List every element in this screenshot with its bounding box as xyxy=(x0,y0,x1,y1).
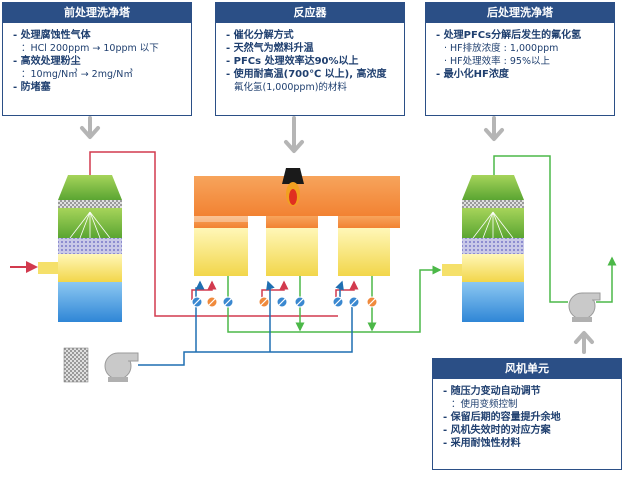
filter-icon xyxy=(63,347,89,383)
panel-reactor: 反应器 - 催化分解方式 - 天然气为燃料升温 - PFCs 处理效率达90%以… xyxy=(215,2,405,116)
panel-list: - 处理腐蚀性气体 ：HCl 200ppm → 10ppm 以下 - 高效处理粉… xyxy=(3,23,191,98)
list-item: - 保留后期的容量提升余地 xyxy=(443,412,561,423)
panel-pre-scrubber: 前处理洗净塔 - 处理腐蚀性气体 ：HCl 200ppm → 10ppm 以下 … xyxy=(2,2,192,116)
list-item: - 催化分解方式 xyxy=(226,30,294,41)
list-item: - 最小化HF浓度 xyxy=(436,69,509,80)
list-item: - 采用耐蚀性材料 xyxy=(443,438,521,449)
panel-title: 前处理洗净塔 xyxy=(3,3,191,23)
list-item: - PFCs 处理效率达90%以上 xyxy=(226,56,359,67)
list-item: - 高效处理粉尘 xyxy=(13,56,81,67)
down-arrow-icon xyxy=(80,116,100,139)
list-item: - 处理腐蚀性气体 xyxy=(13,30,91,41)
panel-list: - 催化分解方式 - 天然气为燃料升温 - PFCs 处理效率达90%以上 - … xyxy=(216,23,404,98)
list-item: - 随压力变动自动调节 xyxy=(443,386,541,397)
up-arrow-icon xyxy=(574,331,594,354)
panel-title: 反应器 xyxy=(216,3,404,23)
panel-fan-unit: 风机单元 - 随压力变动自动调节 ：使用变频控制 - 保留后期的容量提升余地 -… xyxy=(432,358,622,470)
panel-list: - 随压力变动自动调节 ：使用变频控制 - 保留后期的容量提升余地 - 风机失效… xyxy=(433,379,621,454)
list-item: 氟化氢(1,000ppm)的材料 xyxy=(234,82,347,93)
panel-list: - 处理PFCs分解后发生的氟化氢 · HF排放浓度 : 1,000ppm · … xyxy=(426,23,614,85)
fan-icon xyxy=(568,292,601,322)
post-scrubber-tower xyxy=(442,175,524,322)
list-item: - 使用耐高温(700℃ 以上), 高浓度 xyxy=(226,69,387,80)
panel-post-scrubber: 后处理洗净塔 - 处理PFCs分解后发生的氟化氢 · HF排放浓度 : 1,00… xyxy=(425,2,615,116)
valve-icon xyxy=(191,296,378,308)
list-item: ：使用变频控制 xyxy=(451,399,518,410)
list-item: · HF处理效率 : 95%以上 xyxy=(444,56,551,67)
list-item: ：10mg/N㎥ → 2mg/N㎥ xyxy=(21,69,133,80)
down-arrow-icon xyxy=(484,116,504,141)
list-item: - 处理PFCs分解后发生的氟化氢 xyxy=(436,30,582,41)
panel-title: 后处理洗净塔 xyxy=(426,3,614,23)
down-arrow-icon xyxy=(284,116,304,153)
list-item: - 风机失效时的对应方案 xyxy=(443,425,551,436)
list-item: · HF排放浓度 : 1,000ppm xyxy=(444,43,559,54)
pre-scrubber-tower xyxy=(38,175,122,322)
fan-icon xyxy=(104,352,139,382)
list-item: - 天然气为燃料升温 xyxy=(226,43,314,54)
list-item: ：HCl 200ppm → 10ppm 以下 xyxy=(21,43,159,54)
panel-title: 风机单元 xyxy=(433,359,621,379)
flame-icon xyxy=(282,168,304,206)
list-item: - 防堵塞 xyxy=(13,82,51,93)
